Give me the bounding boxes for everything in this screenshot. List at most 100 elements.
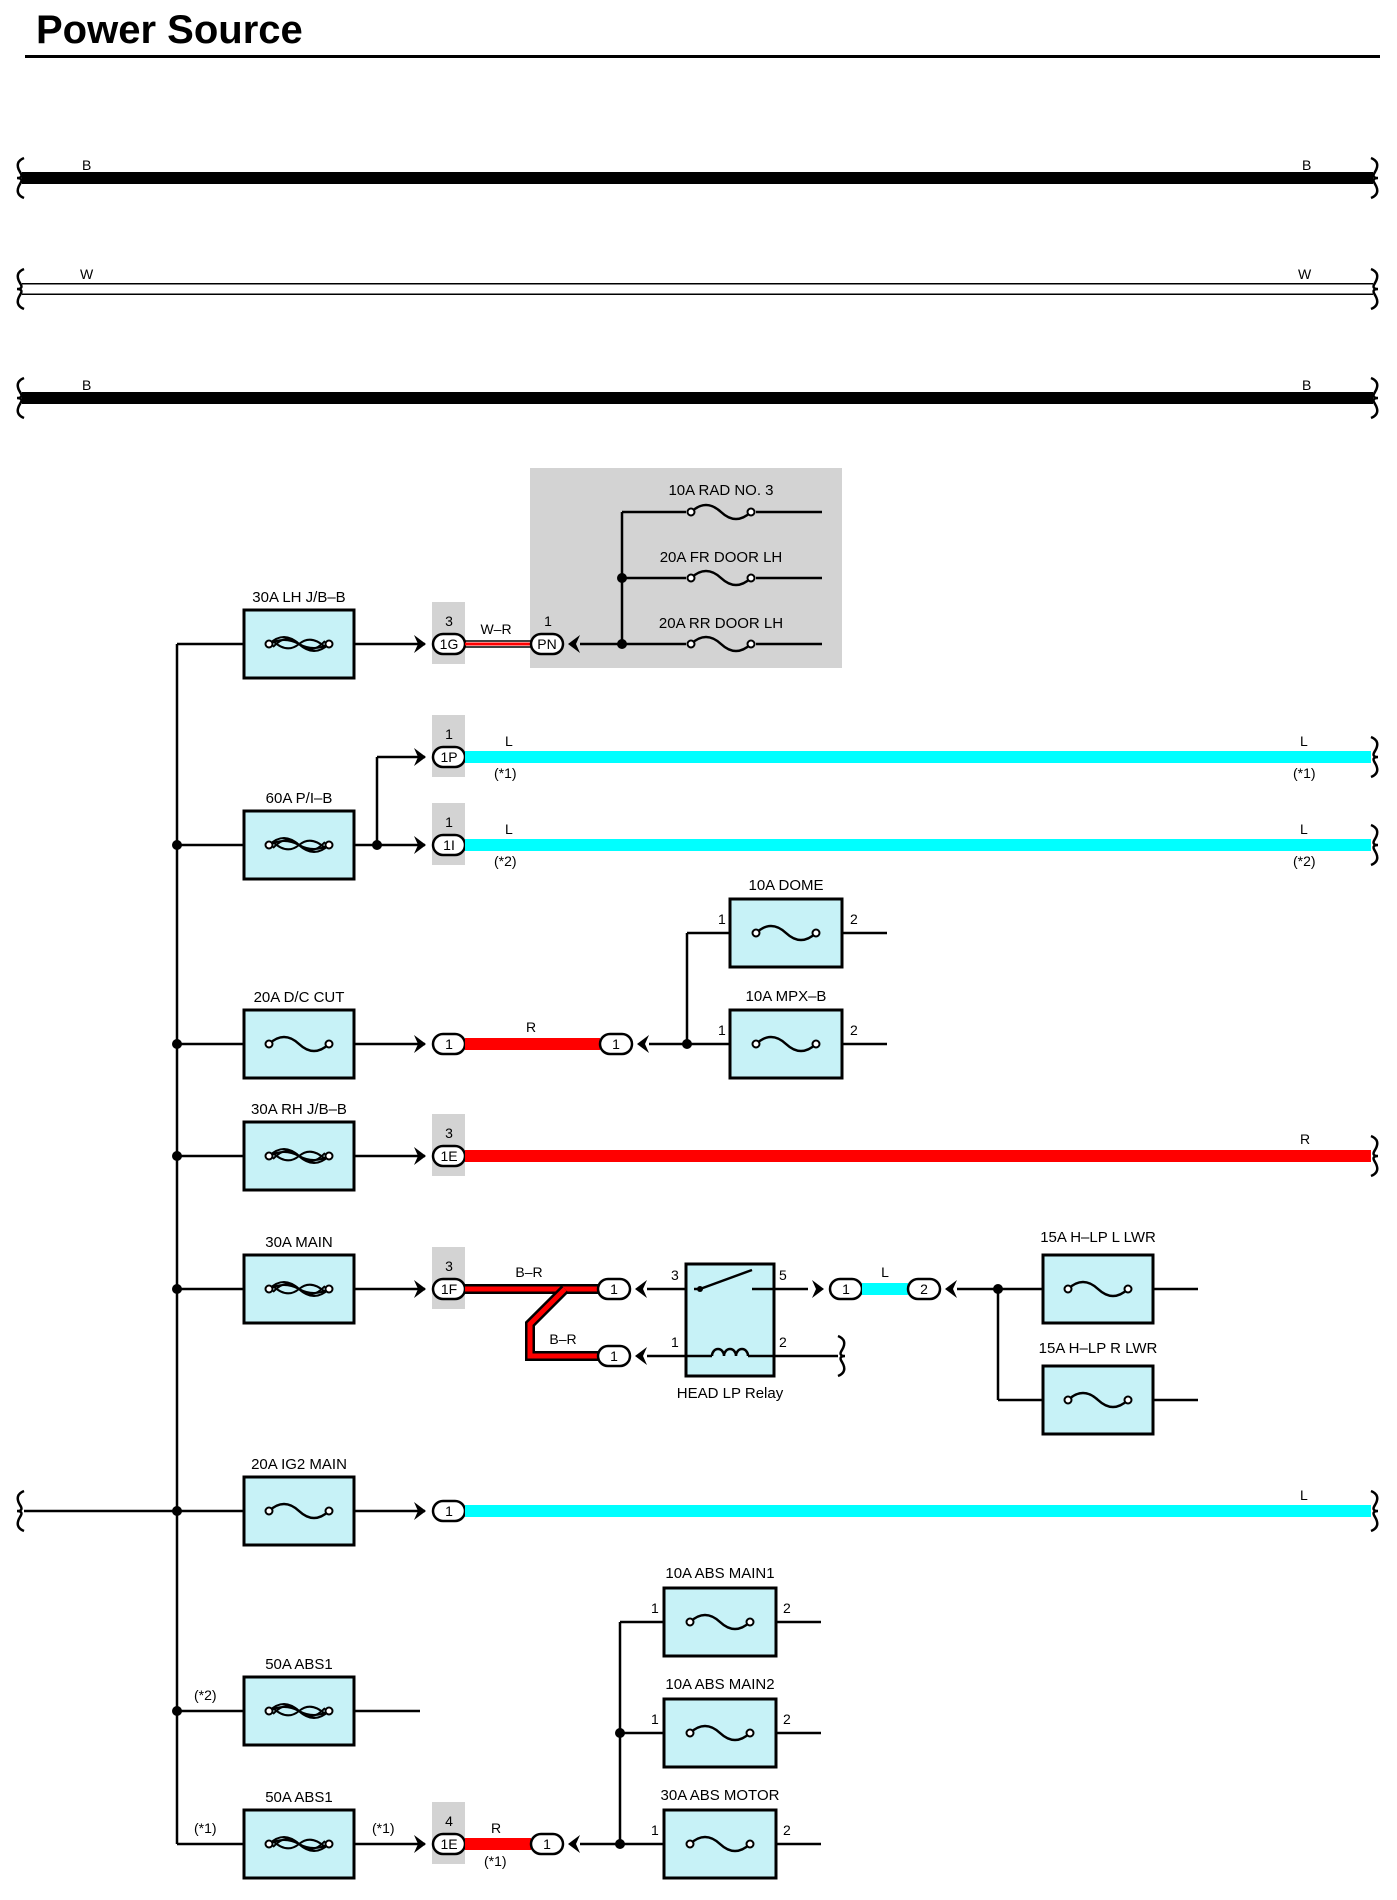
top-wire-b1: B B bbox=[15, 156, 1380, 200]
svg-text:20A D/C CUT: 20A D/C CUT bbox=[254, 989, 345, 1006]
connector-1i: 1I bbox=[443, 837, 455, 853]
svg-text:50A ABS1: 50A ABS1 bbox=[265, 1789, 333, 1806]
svg-text:1: 1 bbox=[651, 1711, 659, 1727]
connector-1f: 1F bbox=[441, 1281, 457, 1297]
svg-text:2: 2 bbox=[850, 911, 858, 927]
svg-text:L: L bbox=[1300, 733, 1308, 749]
svg-text:B–R: B–R bbox=[515, 1264, 542, 1280]
svg-text:3: 3 bbox=[445, 1258, 453, 1274]
svg-text:10A MPX–B: 10A MPX–B bbox=[746, 988, 827, 1005]
svg-text:2: 2 bbox=[920, 1281, 928, 1297]
svg-text:L: L bbox=[1300, 1487, 1308, 1503]
svg-text:1: 1 bbox=[718, 911, 726, 927]
svg-text:10A ABS MAIN1: 10A ABS MAIN1 bbox=[665, 1565, 774, 1582]
fuse-20a-dc-cut: 20A D/C CUT bbox=[242, 989, 356, 1080]
fuse-30a-abs-motor: 30A ABS MOTOR bbox=[661, 1787, 780, 1880]
svg-text:(*2): (*2) bbox=[194, 1687, 217, 1703]
connector-pin: 1 bbox=[445, 726, 453, 742]
head-lp-relay: HEAD LP Relay bbox=[677, 1262, 784, 1402]
fuse-30a-lh-jb-b: 30A LH J/B–B bbox=[242, 589, 356, 680]
svg-text:15A H–LP L LWR: 15A H–LP L LWR bbox=[1040, 1229, 1156, 1246]
wire-label: B bbox=[1302, 157, 1311, 173]
svg-text:10A DOME: 10A DOME bbox=[748, 877, 823, 894]
fuse-10a-dome: 10A DOME bbox=[728, 877, 844, 969]
svg-text:1: 1 bbox=[718, 1022, 726, 1038]
svg-text:L: L bbox=[1300, 821, 1308, 837]
connector-pin: 1 bbox=[544, 613, 552, 629]
junction-block-lh bbox=[530, 468, 842, 668]
svg-text:L: L bbox=[881, 1264, 889, 1280]
fuse-10a-abs-main2: 10A ABS MAIN2 bbox=[662, 1676, 778, 1769]
connector-1e-abs: 1E bbox=[440, 1836, 457, 1852]
svg-text:1: 1 bbox=[543, 1836, 551, 1852]
fuse-30a-main: 30A MAIN bbox=[242, 1234, 356, 1325]
svg-text:(*2): (*2) bbox=[494, 853, 517, 869]
fuse-50a-abs1-b: 50A ABS1 bbox=[242, 1789, 356, 1880]
svg-text:30A LH J/B–B: 30A LH J/B–B bbox=[252, 589, 345, 606]
svg-text:1: 1 bbox=[610, 1281, 618, 1297]
svg-text:4: 4 bbox=[445, 1813, 453, 1829]
connector-1g: 1G bbox=[440, 636, 459, 652]
fuse-10a-mpx-b: 10A MPX–B bbox=[728, 988, 844, 1080]
svg-text:15A H–LP R LWR: 15A H–LP R LWR bbox=[1039, 1340, 1158, 1357]
fuse-10a-rad-no3: 10A RAD NO. 3 bbox=[668, 482, 774, 521]
svg-text:1: 1 bbox=[842, 1281, 850, 1297]
page-title: Power Source bbox=[36, 8, 303, 52]
fuse-15a-hlp-r-lwr: 15A H–LP R LWR bbox=[1039, 1340, 1158, 1436]
fuse-15a-hlp-l-lwr: 15A H–LP L LWR bbox=[1040, 1229, 1156, 1325]
wire-label: W bbox=[1298, 266, 1312, 282]
svg-text:10A ABS MAIN2: 10A ABS MAIN2 bbox=[665, 1676, 774, 1693]
svg-text:L: L bbox=[505, 733, 513, 749]
svg-text:5: 5 bbox=[779, 1267, 787, 1283]
svg-text:30A ABS MOTOR: 30A ABS MOTOR bbox=[661, 1787, 780, 1804]
svg-text:1: 1 bbox=[651, 1822, 659, 1838]
svg-text:1: 1 bbox=[445, 1036, 453, 1052]
svg-text:R: R bbox=[1300, 1131, 1310, 1147]
connector-pin: 3 bbox=[445, 613, 453, 629]
connector-1p: 1P bbox=[440, 749, 457, 765]
svg-text:(*2): (*2) bbox=[1293, 853, 1316, 869]
svg-text:2: 2 bbox=[783, 1600, 791, 1616]
svg-text:20A IG2 MAIN: 20A IG2 MAIN bbox=[251, 1456, 347, 1473]
connector-1e: 1E bbox=[440, 1148, 457, 1164]
wire-color-label: W–R bbox=[480, 621, 511, 637]
svg-text:2: 2 bbox=[783, 1822, 791, 1838]
svg-text:2: 2 bbox=[779, 1334, 787, 1350]
svg-text:R: R bbox=[526, 1019, 536, 1035]
wire-label: B bbox=[82, 157, 91, 173]
svg-text:1: 1 bbox=[651, 1600, 659, 1616]
fuse-20a-fr-door-lh: 20A FR DOOR LH bbox=[660, 549, 783, 587]
fuse-60a-pi-b: 60A P/I–B bbox=[242, 790, 356, 881]
svg-text:20A RR DOOR LH: 20A RR DOOR LH bbox=[659, 615, 783, 632]
svg-text:2: 2 bbox=[783, 1711, 791, 1727]
svg-text:(*1): (*1) bbox=[194, 1820, 217, 1836]
svg-text:2: 2 bbox=[850, 1022, 858, 1038]
top-wire-w: W W bbox=[15, 266, 1380, 311]
svg-text:30A MAIN: 30A MAIN bbox=[265, 1234, 333, 1251]
svg-text:R: R bbox=[491, 1820, 501, 1836]
svg-text:3: 3 bbox=[445, 1125, 453, 1141]
svg-text:1: 1 bbox=[671, 1334, 679, 1350]
fuse-30a-rh-jb-b: 30A RH J/B–B bbox=[242, 1101, 356, 1192]
svg-text:(*1): (*1) bbox=[372, 1820, 395, 1836]
svg-text:HEAD LP Relay: HEAD LP Relay bbox=[677, 1385, 784, 1402]
fuse-20a-ig2-main: 20A IG2 MAIN bbox=[242, 1456, 356, 1547]
svg-text:(*1): (*1) bbox=[494, 765, 517, 781]
wire-label: B bbox=[1302, 377, 1311, 393]
wire-label: W bbox=[80, 266, 94, 282]
svg-text:10A RAD NO. 3: 10A RAD NO. 3 bbox=[668, 482, 773, 499]
svg-text:(*1): (*1) bbox=[1293, 765, 1316, 781]
svg-text:3: 3 bbox=[671, 1267, 679, 1283]
svg-text:1: 1 bbox=[610, 1348, 618, 1364]
svg-text:B–R: B–R bbox=[549, 1331, 576, 1347]
title-underline bbox=[25, 55, 1380, 58]
svg-text:20A FR DOOR LH: 20A FR DOOR LH bbox=[660, 549, 783, 566]
svg-text:L: L bbox=[505, 821, 513, 837]
connector-pin: 1 bbox=[445, 814, 453, 830]
fuse-10a-abs-main1: 10A ABS MAIN1 bbox=[662, 1565, 778, 1658]
fuse-50a-abs1-a: 50A ABS1 bbox=[242, 1656, 356, 1747]
svg-text:1: 1 bbox=[445, 1503, 453, 1519]
svg-text:(*1): (*1) bbox=[484, 1853, 507, 1869]
wire-label: B bbox=[82, 377, 91, 393]
